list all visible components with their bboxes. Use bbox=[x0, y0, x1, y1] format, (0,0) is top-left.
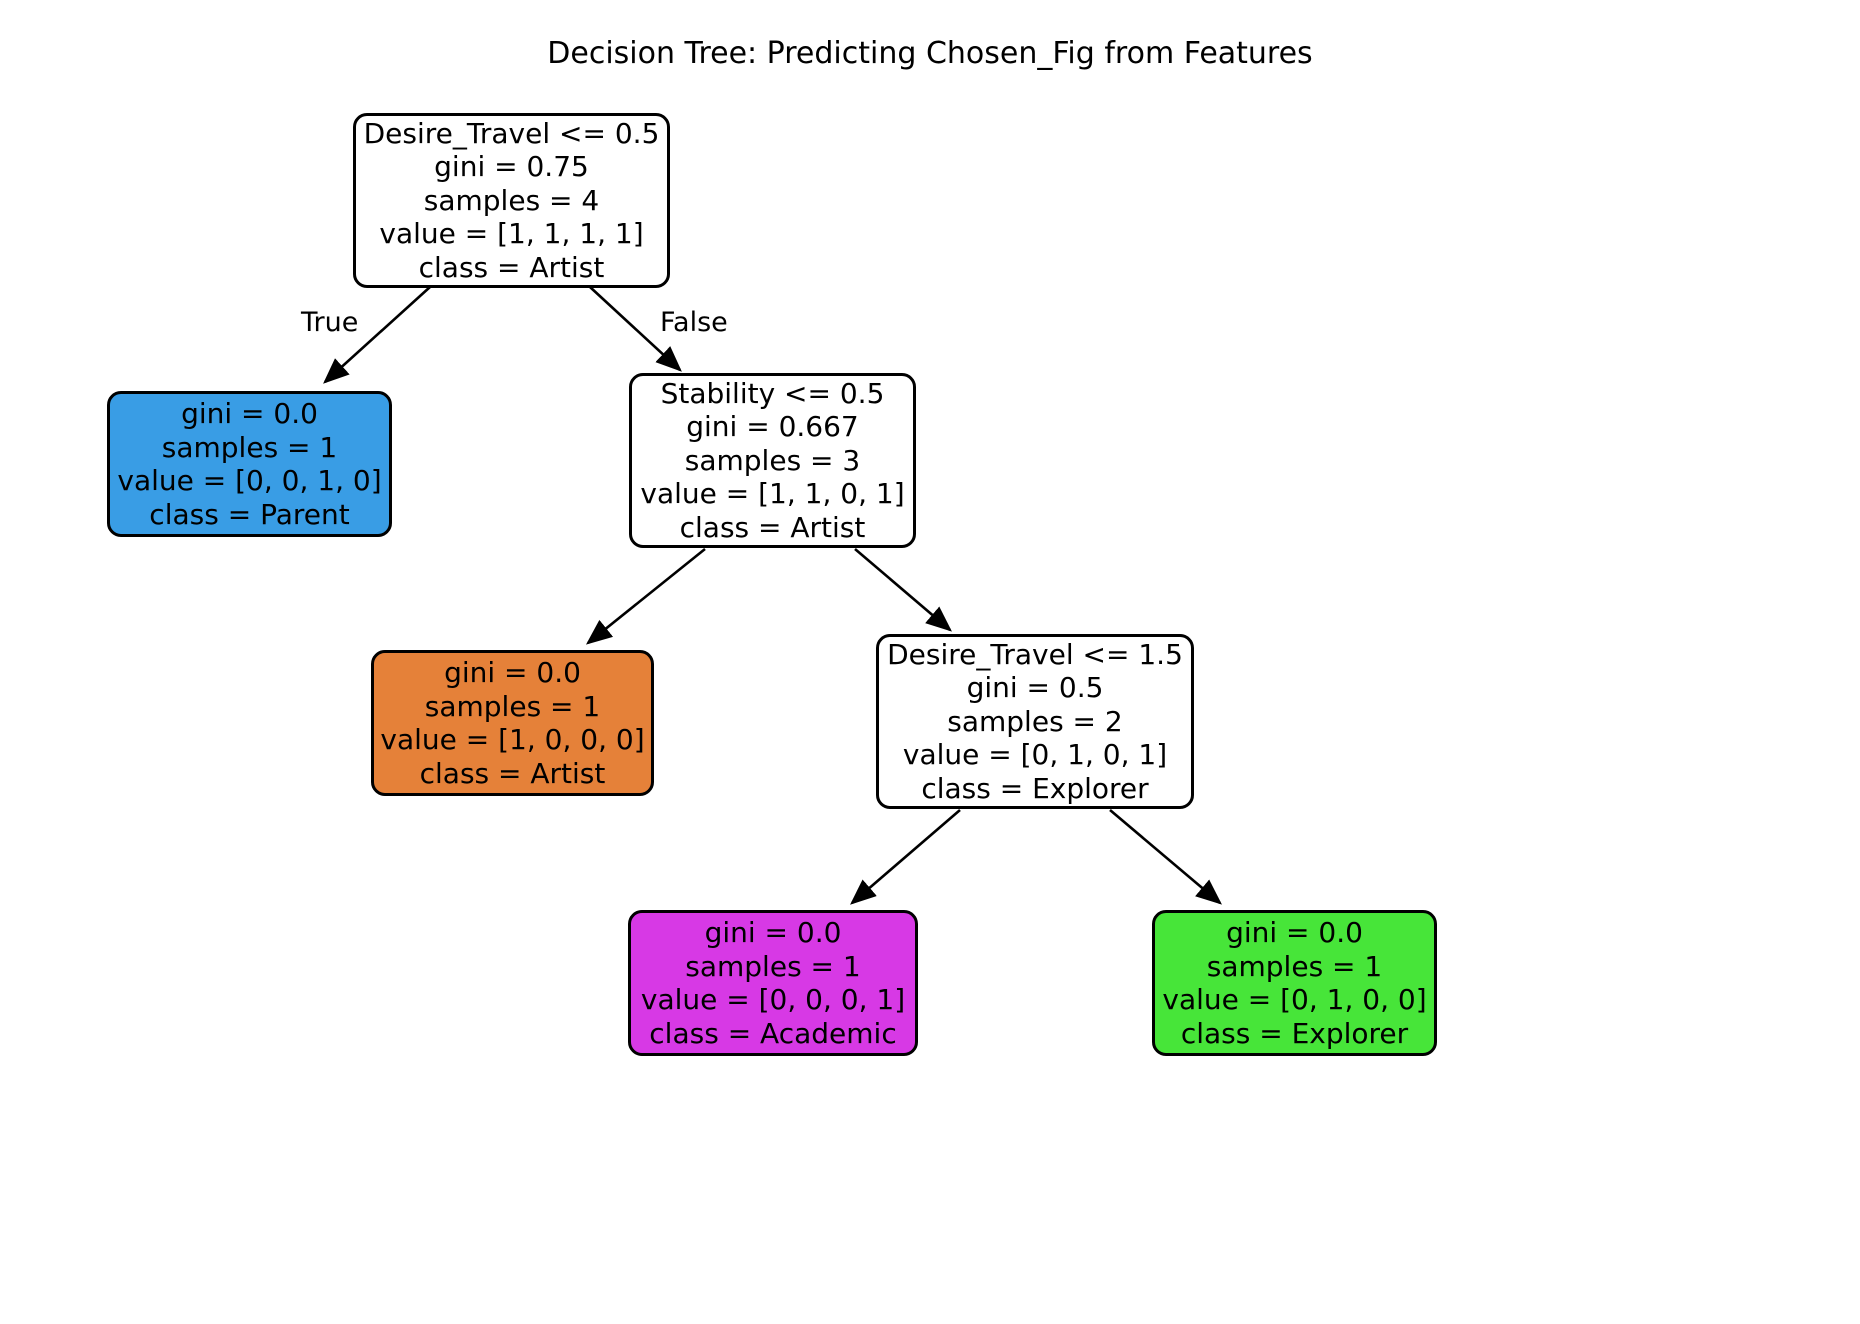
node-desire-travel-2-condition: Desire_Travel <= 1.5 bbox=[887, 637, 1183, 671]
tree-node-leaf-artist[interactable]: gini = 0.0 samples = 1 value = [1, 0, 0,… bbox=[371, 650, 654, 796]
node-leaf-explorer-value: value = [0, 1, 0, 0] bbox=[1162, 983, 1427, 1016]
node-stability-value: value = [1, 1, 0, 1] bbox=[640, 477, 905, 511]
node-root-value: value = [1, 1, 1, 1] bbox=[379, 217, 644, 251]
edge-label-false: False bbox=[660, 307, 728, 338]
node-desire-travel-2-gini: gini = 0.5 bbox=[966, 671, 1104, 705]
node-leaf-academic-value: value = [0, 0, 0, 1] bbox=[640, 983, 906, 1016]
node-root-samples: samples = 4 bbox=[423, 183, 600, 217]
node-leaf-parent-samples: samples = 1 bbox=[161, 430, 338, 464]
node-leaf-academic-class: class = Academic bbox=[649, 1016, 897, 1050]
page-title: Decision Tree: Predicting Chosen_Fig fro… bbox=[547, 36, 1313, 71]
node-desire-travel-2-samples: samples = 2 bbox=[947, 704, 1123, 738]
node-leaf-explorer-samples: samples = 1 bbox=[1206, 949, 1383, 983]
node-leaf-parent-gini: gini = 0.0 bbox=[181, 397, 318, 430]
node-stability-class: class = Artist bbox=[679, 510, 866, 544]
node-leaf-artist-samples: samples = 1 bbox=[424, 689, 601, 723]
node-leaf-academic-samples: samples = 1 bbox=[685, 949, 861, 983]
node-leaf-academic-gini: gini = 0.0 bbox=[704, 916, 842, 949]
node-leaf-explorer-gini: gini = 0.0 bbox=[1226, 916, 1363, 949]
node-root-condition: Desire_Travel <= 0.5 bbox=[363, 116, 660, 150]
tree-node-desire-travel-2[interactable]: Desire_Travel <= 1.5 gini = 0.5 samples … bbox=[876, 634, 1194, 809]
node-desire-travel-2-class: class = Explorer bbox=[921, 771, 1149, 805]
node-stability-gini: gini = 0.667 bbox=[686, 410, 859, 444]
tree-node-root[interactable]: Desire_Travel <= 0.5 gini = 0.75 samples… bbox=[353, 113, 670, 288]
node-leaf-parent-class: class = Parent bbox=[149, 497, 350, 531]
edge-desire-travel-2-to-leaf-academic bbox=[850, 809, 961, 905]
edge-stability-to-desire-travel-2 bbox=[854, 548, 952, 632]
node-leaf-explorer-class: class = Explorer bbox=[1180, 1016, 1409, 1050]
tree-node-stability[interactable]: Stability <= 0.5 gini = 0.667 samples = … bbox=[629, 373, 916, 548]
node-leaf-artist-value: value = [1, 0, 0, 0] bbox=[380, 723, 645, 756]
node-leaf-artist-gini: gini = 0.0 bbox=[444, 656, 581, 689]
edge-stability-to-leaf-artist bbox=[585, 547, 706, 645]
tree-node-leaf-academic[interactable]: gini = 0.0 samples = 1 value = [0, 0, 0,… bbox=[628, 910, 918, 1056]
node-root-class: class = Artist bbox=[418, 250, 605, 284]
node-root-gini: gini = 0.75 bbox=[434, 150, 589, 184]
node-desire-travel-2-value: value = [0, 1, 0, 1] bbox=[902, 738, 1168, 772]
edge-desire-travel-2-to-leaf-explorer bbox=[1109, 809, 1222, 905]
node-stability-condition: Stability <= 0.5 bbox=[660, 376, 885, 410]
node-leaf-artist-class: class = Artist bbox=[419, 756, 606, 790]
tree-node-leaf-explorer[interactable]: gini = 0.0 samples = 1 value = [0, 1, 0,… bbox=[1152, 910, 1437, 1056]
node-leaf-parent-value: value = [0, 0, 1, 0] bbox=[117, 464, 382, 497]
edge-label-true: True bbox=[301, 307, 359, 338]
tree-node-leaf-parent[interactable]: gini = 0.0 samples = 1 value = [0, 0, 1,… bbox=[107, 391, 392, 537]
node-stability-samples: samples = 3 bbox=[684, 443, 861, 477]
